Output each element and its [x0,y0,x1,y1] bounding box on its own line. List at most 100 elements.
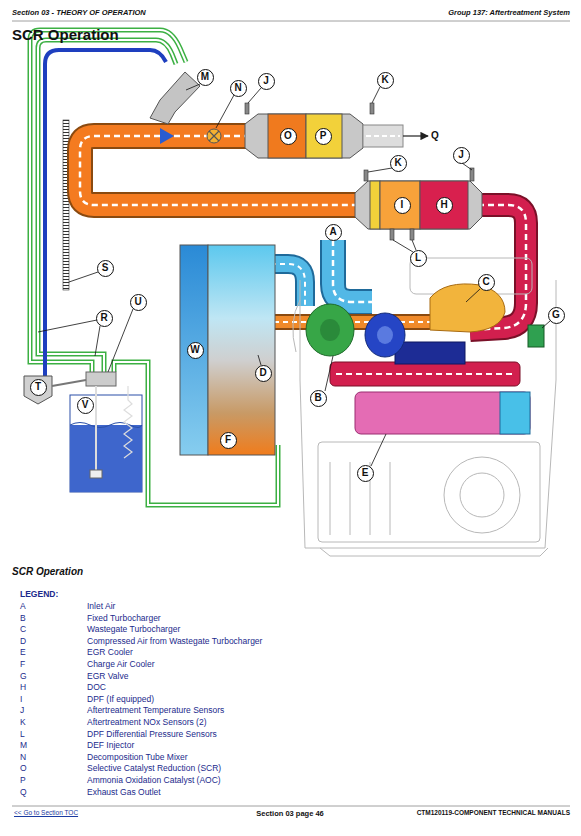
callout-circle: K [390,155,407,172]
legend-letter: J [20,706,24,715]
engine-parts [306,304,354,356]
def-pump [52,380,86,386]
header-text: Section 03 - THEORY OF OPERATION [12,9,146,17]
outlet-label: Q [431,131,439,142]
legend-description: Charge Air Cooler [87,660,155,669]
callout-circle: G [548,307,565,324]
callout-letter: I [401,200,404,210]
leader-line [38,320,97,332]
engine-parts [395,342,465,364]
engine-outline [330,462,390,535]
air-pipe [333,240,372,302]
callout-circle: T [30,379,47,396]
legend-description: EGR Valve [87,672,128,681]
engine-parts [500,392,530,434]
legend-description: EGR Cooler [87,648,133,657]
sensor [410,229,414,240]
scr-catalyst [366,135,400,137]
leader-line [69,272,98,282]
scr-catalyst [403,135,428,136]
leader-line [248,88,261,103]
callout-circle: F [220,432,237,449]
doc-dpf-catalyst [355,181,482,229]
callout-letter: U [134,297,141,307]
def-supply-line [30,30,278,505]
footer-rule [12,806,570,807]
callout-letter: K [381,75,388,85]
engine-outline [318,442,540,542]
sensor [370,103,374,114]
leader-line [371,434,386,466]
legend-letter: B [20,614,26,623]
callout-letter: T [35,382,41,392]
sensor [245,103,249,114]
leader-line [216,95,234,128]
leader-line [372,87,380,103]
legend-letter: Q [20,788,27,797]
legend-letter: N [20,753,26,762]
legend-description: Decomposition Tube Mixer [87,753,188,762]
leader-line [542,321,550,328]
def-tank [124,386,132,458]
engine-outline [444,457,520,533]
engine-parts [355,392,530,434]
legend-letter: A [20,602,26,611]
legend-description: Ammonia Oxidation Catalyst (AOC) [87,776,221,785]
scr-catalyst [245,114,363,158]
legend-letter: G [20,672,27,681]
footer-text: Section 03 page 46 [256,810,324,818]
callout-letter: R [100,313,107,323]
leader-line [38,84,550,466]
legend-letter: O [20,764,27,773]
leader-line [462,163,472,170]
engine-outline [293,300,300,352]
legend-letter: F [20,660,25,669]
legend-letter: E [20,648,26,657]
legend-description: DEF Injector [87,741,134,750]
callout-letter: S [102,263,109,273]
mixer [207,129,221,143]
callout-letter: K [394,158,401,168]
callout-circle: R [96,310,113,327]
header-rule [12,21,570,22]
mixer [160,128,221,144]
header-rule [12,21,570,22]
leader-line [368,168,392,172]
sensor [364,170,368,181]
callout-circle: U [130,294,147,311]
legend-description: Aftertreatment NOx Sensors (2) [87,718,207,727]
legend-description: Inlet Air [87,602,115,611]
engine-parts [330,362,520,386]
def-injector [150,72,200,124]
page-title: SCR Operation [12,27,119,43]
doc-dpf-catalyst [380,181,420,229]
air-pipe [333,240,372,302]
scr-catalyst [268,114,306,158]
def-tank [70,425,142,492]
callout-letter: O [284,131,292,141]
callout-circle: E [357,465,374,482]
callout-letter: J [263,76,269,86]
legend-description: Selective Catalyst Reduction (SCR) [87,764,221,773]
callout-circle: M [197,69,214,86]
callout-circle: A [325,224,342,241]
legend-description: DOC [87,683,106,692]
callout-letter: W [190,345,199,355]
footer-text: CTM120119-COMPONENT TECHNICAL MANUALS [417,810,570,817]
figure-caption: SCR Operation [12,567,83,578]
callout-letter: H [440,200,447,210]
mixer [209,131,219,141]
legend-letter: K [20,718,26,727]
engine-parts [320,319,340,341]
callout-circle: O [280,128,297,145]
callout-circle: J [258,73,275,90]
engine-parts [377,326,393,344]
callout-circle: N [230,80,247,97]
leader-line [325,356,333,391]
header-text: Group 137: Aftertreatment System [448,9,570,17]
legend-description: Compressed Air from Wastegate Turbocharg… [87,637,262,646]
leader-line [95,326,100,356]
engine-parts [306,284,544,434]
callout-circle: W [187,342,204,359]
